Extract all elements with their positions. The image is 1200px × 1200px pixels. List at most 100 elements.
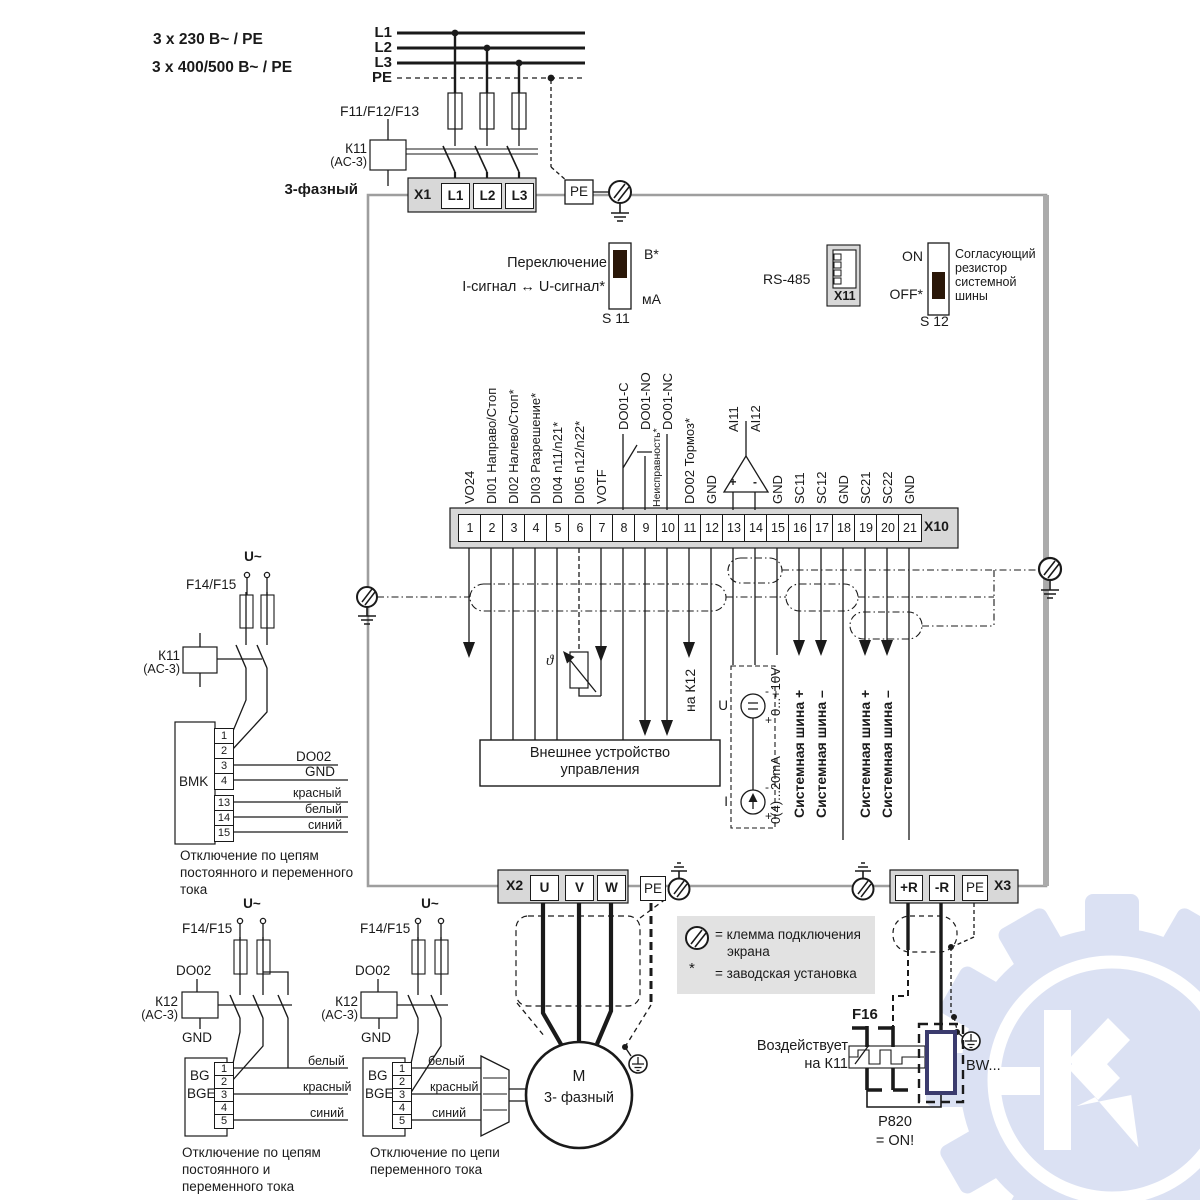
- x10-signal-label: SC11: [792, 472, 807, 504]
- brake1-bge-label: BGE: [187, 1086, 216, 1101]
- s11-name: S 11: [602, 310, 630, 326]
- x2-terminal-u: U: [530, 875, 559, 901]
- s11-current-mark: мА: [642, 291, 661, 307]
- legend-star-symbol: *: [689, 960, 695, 977]
- s11-caption-line2: I-сигнал ↔ U-сигнал*: [462, 279, 605, 295]
- i-range-label: 0(4)...20mA: [768, 756, 783, 824]
- brake1-caption-1: Отключение по цепям: [182, 1145, 321, 1160]
- k11-label: К11: [345, 141, 367, 156]
- bmk-gnd-label: GND: [305, 764, 335, 779]
- u-source-plus: +: [765, 713, 773, 727]
- x10-signal-label: VO24: [462, 470, 477, 504]
- sysbus1-plus-label: Системная шина +: [791, 689, 807, 818]
- x10-terminal-cell: 15: [766, 514, 790, 542]
- brake-circuit-2: [360, 917, 526, 1138]
- x10-label: X10: [924, 518, 949, 534]
- brake2-bge-label: BGE: [365, 1086, 394, 1101]
- brake1-bg-label: BG: [190, 1068, 210, 1083]
- x3-label: X3: [994, 877, 1012, 893]
- do01-fault-note: Неисправность*: [651, 428, 663, 507]
- brake1-gnd-label: GND: [182, 1030, 212, 1045]
- s11-caption-line1: Переключение: [507, 255, 607, 271]
- bmk-terminal-cell: 14: [214, 810, 234, 827]
- x10-terminal-cell: 8: [612, 514, 636, 542]
- rs485-label: RS-485: [763, 271, 811, 287]
- x10-signal-label: AI11: [726, 406, 741, 432]
- brake1-u-label: U~: [243, 896, 261, 911]
- bg-terminal-cell: 5: [214, 1114, 234, 1129]
- supply-lines: [397, 29, 585, 82]
- u-source-letter: U: [718, 698, 728, 713]
- x10-terminal-cell: 6: [568, 514, 592, 542]
- s12-desc-4: шины: [955, 289, 988, 303]
- sysbus1-minus-label: Системная шина –: [813, 690, 829, 818]
- bmk-caption-3: тока: [180, 882, 208, 897]
- f16-acts-line1: Воздействует: [756, 1038, 848, 1054]
- s12-on-label: ON: [902, 248, 923, 264]
- x10-signal-label: DO01-NO: [638, 372, 653, 430]
- x1-terminal-l1: L1: [441, 183, 470, 209]
- s12-switch: [927, 242, 950, 316]
- line-l1-label: L1: [374, 24, 392, 41]
- x10-terminal-cell: 10: [656, 514, 680, 542]
- brake2-wire-red: красный: [430, 1080, 479, 1094]
- s12-name: S 12: [920, 313, 949, 329]
- x10-signal-label: SC22: [880, 471, 895, 504]
- ai-minus-sign: -: [753, 475, 757, 489]
- x1-pe-label: PE: [569, 184, 588, 199]
- x2-terminal-v: V: [565, 875, 594, 901]
- i-source-minus: -: [765, 780, 769, 794]
- legend-clamp-line2: экрана: [727, 944, 770, 959]
- x10-signal-label: DI01 Направо/Стоп: [484, 387, 499, 504]
- s12-desc-2: резистор: [955, 261, 1008, 275]
- x10-terminal-cell: 5: [546, 514, 570, 542]
- x10-terminal-cell: 16: [788, 514, 812, 542]
- legend-clamp-line1: = клемма подключения: [715, 927, 861, 942]
- brake1-do02-label: DO02: [176, 963, 212, 978]
- shield-clamp-right: [1037, 556, 1063, 599]
- x10-terminal-cell: 4: [524, 514, 548, 542]
- brake2-wire-blue: синий: [432, 1106, 467, 1120]
- s12-desc-3: системной: [955, 275, 1017, 289]
- brake2-k12-label: К12: [335, 994, 358, 1009]
- brake1-caption-2: постоянного и: [182, 1162, 271, 1177]
- brake1-fuses-label: F14/F15: [182, 921, 233, 936]
- line-pe-label: PE: [371, 69, 392, 86]
- analog-sources: [730, 665, 776, 829]
- x1-terminal-l3: L3: [505, 183, 534, 209]
- p820-value-label: = ON!: [875, 1133, 915, 1149]
- f16-acts-line2: на К11: [804, 1056, 848, 1072]
- x10-terminal-cell: 19: [854, 514, 878, 542]
- bmk-wire-blue: синий: [308, 818, 343, 832]
- legend-box: [677, 916, 875, 994]
- thermistor-symbol: ϑ: [546, 653, 554, 669]
- brake1-wire-blue: синий: [310, 1106, 345, 1120]
- x10-signal-label: GND: [770, 475, 785, 504]
- x3-pe-box: PE: [962, 875, 988, 901]
- bmk-terminal-cell: 15: [214, 825, 234, 842]
- x11-connector: [826, 244, 861, 307]
- x10-terminal-cell: 1: [458, 514, 482, 542]
- p820-param-label: P820: [878, 1114, 912, 1130]
- brake2-do02-label: DO02: [355, 963, 391, 978]
- brake-circuit-1: [181, 917, 348, 1137]
- bg-terminal-cell: 3: [392, 1088, 412, 1103]
- x3-terminal-minus-r: -R: [929, 875, 955, 901]
- x10-signal-label: DO02 Тормоз*: [682, 418, 697, 504]
- cable-shield-ovals: [377, 557, 1039, 640]
- bmk-terminal-cell: 13: [214, 795, 234, 812]
- bmk-block-label: BMK: [179, 774, 209, 789]
- line-l2-label: L2: [374, 39, 392, 56]
- u-range-label: 0...+10V: [768, 667, 783, 716]
- legend-factory-setting: = заводская установка: [715, 966, 857, 981]
- x10-signal-label: SC12: [814, 471, 829, 504]
- motor-letter: M: [572, 1068, 586, 1085]
- x10-signal-label: VOTF: [594, 469, 609, 504]
- bmk-fuses-label: F14/F15: [186, 577, 237, 592]
- brake2-wire-white: белый: [428, 1054, 465, 1068]
- brake2-caption-2: переменного тока: [370, 1162, 483, 1177]
- bmk-wire-white: белый: [305, 802, 342, 816]
- brake1-caption-3: переменного тока: [182, 1179, 295, 1194]
- x10-terminal-cell: 11: [678, 514, 702, 542]
